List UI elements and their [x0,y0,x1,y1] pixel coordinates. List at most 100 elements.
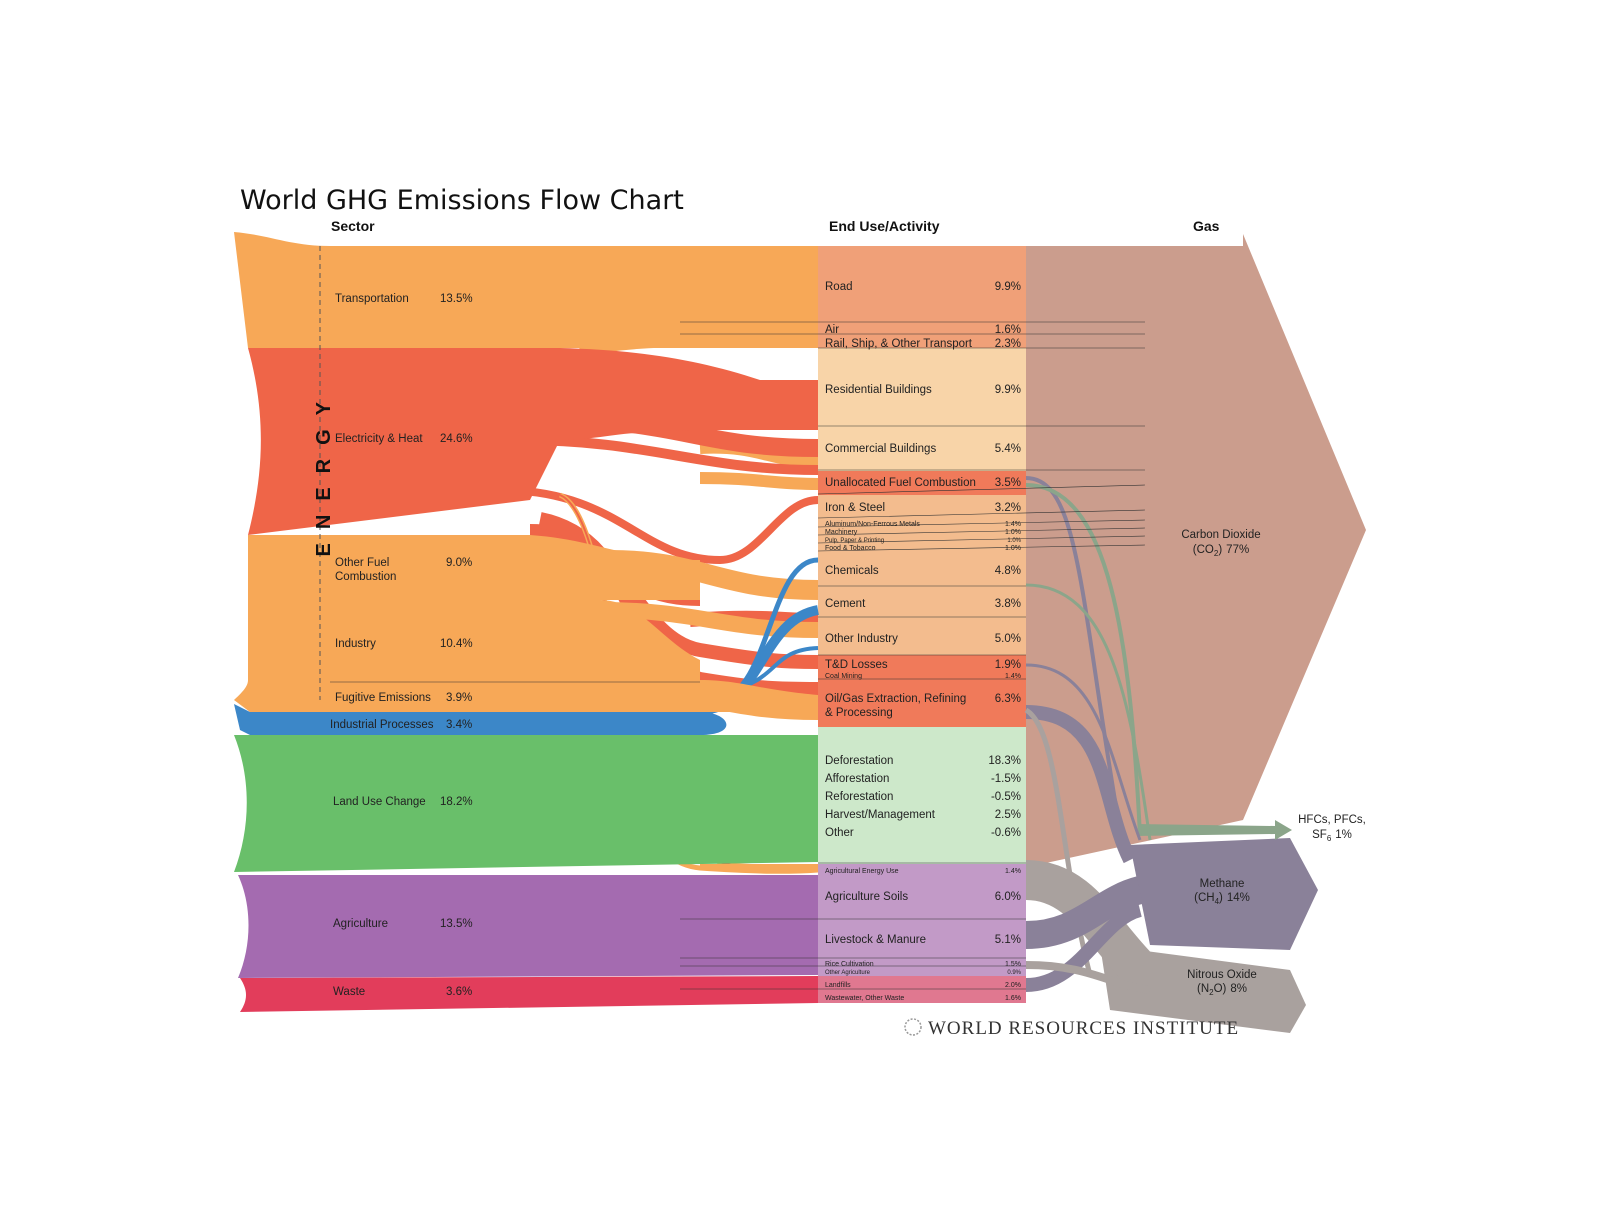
eu-pct-machinery: 1.0% [1005,529,1021,536]
wri-logo: WORLD RESOURCES INSTITUTE [904,1018,1238,1039]
chart-title: World GHG Emissions Flow Chart [240,185,684,216]
sector-name-electricity: Electricity & Heat [335,433,423,445]
eu-pct-td-losses: 1.9% [995,659,1021,671]
gas-band-ch4 [1130,838,1318,950]
eu-pct-deforestation: 18.3% [988,755,1021,767]
sector-name-fugitive: Fugitive Emissions [335,692,431,704]
eu-name-other-landuse: Other [825,827,854,839]
eu-pct-landfills: 2.0% [1005,982,1021,989]
sector-name-transportation: Transportation [335,293,409,305]
eu-name-unallocated: Unallocated Fuel Combustion [825,477,976,489]
eu-pct-oilgas: 6.3% [995,693,1021,705]
eu-name-other-industry: Other Industry [825,633,898,645]
sector-band-electricity [248,348,818,535]
eu-pct-wastewater: 1.6% [1005,995,1021,1002]
eu-name-landfills: Landfills [825,982,851,989]
header-gas: Gas [1193,218,1220,234]
sector-bands [234,232,818,1012]
sector-name-industrial-processes: Industrial Processes [330,719,434,731]
eu-pct-other-landuse: -0.6% [991,827,1021,839]
eu-pct-rail: 2.3% [995,338,1021,350]
eu-name-rail: Rail, Ship, & Other Transport [825,338,973,350]
eu-pct-commercial: 5.4% [995,443,1021,455]
eu-block-waste [818,976,1026,1003]
sector-pct-otherfuel: 9.0% [446,557,472,569]
eu-name-road: Road [825,281,853,293]
eu-pct-other-ag: 0.9% [1007,970,1021,976]
eu-pct-road: 9.9% [995,281,1021,293]
gas-formula-co2: (CO2)77% [1193,544,1249,558]
gas-name-co2: Carbon Dioxide [1181,529,1260,541]
sector-pct-fugitive: 3.9% [446,692,472,704]
eu-name-air: Air [825,324,839,336]
eu-pct-rice: 1.5% [1005,961,1021,968]
eu-name-commercial: Commercial Buildings [825,443,936,455]
eu-pct-food: 1.0% [1005,545,1021,552]
gas-name-hfcs: HFCs, PFCs, [1298,814,1366,826]
eu-name-afforestation: Afforestation [825,773,889,785]
eu-pct-reforestation: -0.5% [991,791,1021,803]
eu-name-deforestation: Deforestation [825,755,893,767]
sector-band-fugitive [234,680,818,712]
sector-band-otherfuel [248,535,700,600]
eu-pct-harvest: 2.5% [995,809,1021,821]
sector-pct-electricity: 24.6% [440,433,473,445]
eu-name-oilgas: Oil/Gas Extraction, Refining [825,693,966,705]
eu-name-other-ag: Other Agriculture [825,970,871,976]
gas-band-co2 [1023,234,1366,868]
sector-name-industry: Industry [335,638,376,650]
sector-name-agriculture: Agriculture [333,918,388,930]
eu-block-transport [818,246,1026,348]
sector-name-otherfuel-2: Combustion [335,571,396,583]
sector-band-landuse [234,735,818,872]
header-sector: Sector [331,218,375,234]
eu-name-pulp: Pulp, Paper & Printing [825,538,884,544]
eu-pct-unallocated: 3.5% [995,477,1021,489]
sector-band-waste [240,976,818,1012]
eu-name-residential: Residential Buildings [825,384,932,396]
end-use-labels: Road 9.9% Air 1.6% Rail, Ship, & Other T… [825,281,1022,1002]
gas-formula-n2o: (N2O)8% [1197,983,1247,997]
gas-band-hfcs [1138,820,1292,840]
header-end-use: End Use/Activity [829,218,940,234]
eu-pct-chemicals: 4.8% [995,565,1021,577]
sector-pct-landuse: 18.2% [440,796,473,808]
eu-name-livestock: Livestock & Manure [825,934,926,946]
eu-pct-iron-steel: 3.2% [995,502,1021,514]
eu-pct-afforestation: -1.5% [991,773,1021,785]
gas-name-n2o: Nitrous Oxide [1187,969,1257,981]
gas-name-ch4: Methane [1200,878,1245,890]
eu-name-td-losses: T&D Losses [825,659,888,671]
eu-pct-ag-soils: 6.0% [995,891,1021,903]
sector-name-otherfuel: Other Fuel [335,557,389,569]
eu-name-wastewater: Wastewater, Other Waste [825,995,904,1002]
eu-name-aluminum: Aluminum/Non-Ferrous Metals [825,521,920,528]
end-use-dividers [330,321,1146,990]
sector-pct-transportation: 13.5% [440,293,473,305]
sector-band-industrial-processes [234,704,727,735]
eu-block-td-coal [818,655,1026,679]
sector-band-industry [248,600,700,680]
energy-label: ENERGY [313,388,335,556]
end-use-column [818,246,1026,1003]
sector-name-landuse: Land Use Change [333,796,426,808]
eu-pct-cement: 3.8% [995,598,1021,610]
eu-pct-air: 1.6% [995,324,1021,336]
sector-pct-industrial-processes: 3.4% [446,719,472,731]
sector-labels: Transportation 13.5% Electricity & Heat … [330,293,473,998]
eu-name-rice: Rice Cultivation [825,961,874,968]
eu-name-cement: Cement [825,598,866,610]
wri-globe-icon [904,1018,922,1036]
eu-name-food: Food & Tobacco [825,545,876,552]
eu-pct-other-industry: 5.0% [995,633,1021,645]
eu-pct-livestock: 5.1% [995,934,1021,946]
eu-name-machinery: Machinery [825,529,858,536]
eu-block-agriculture [818,874,1026,976]
gas-band-n2o [1100,945,1306,1033]
eu-name-ag-energy: Agricultural Energy Use [825,868,899,875]
eu-block-ag-energy [818,864,1026,874]
